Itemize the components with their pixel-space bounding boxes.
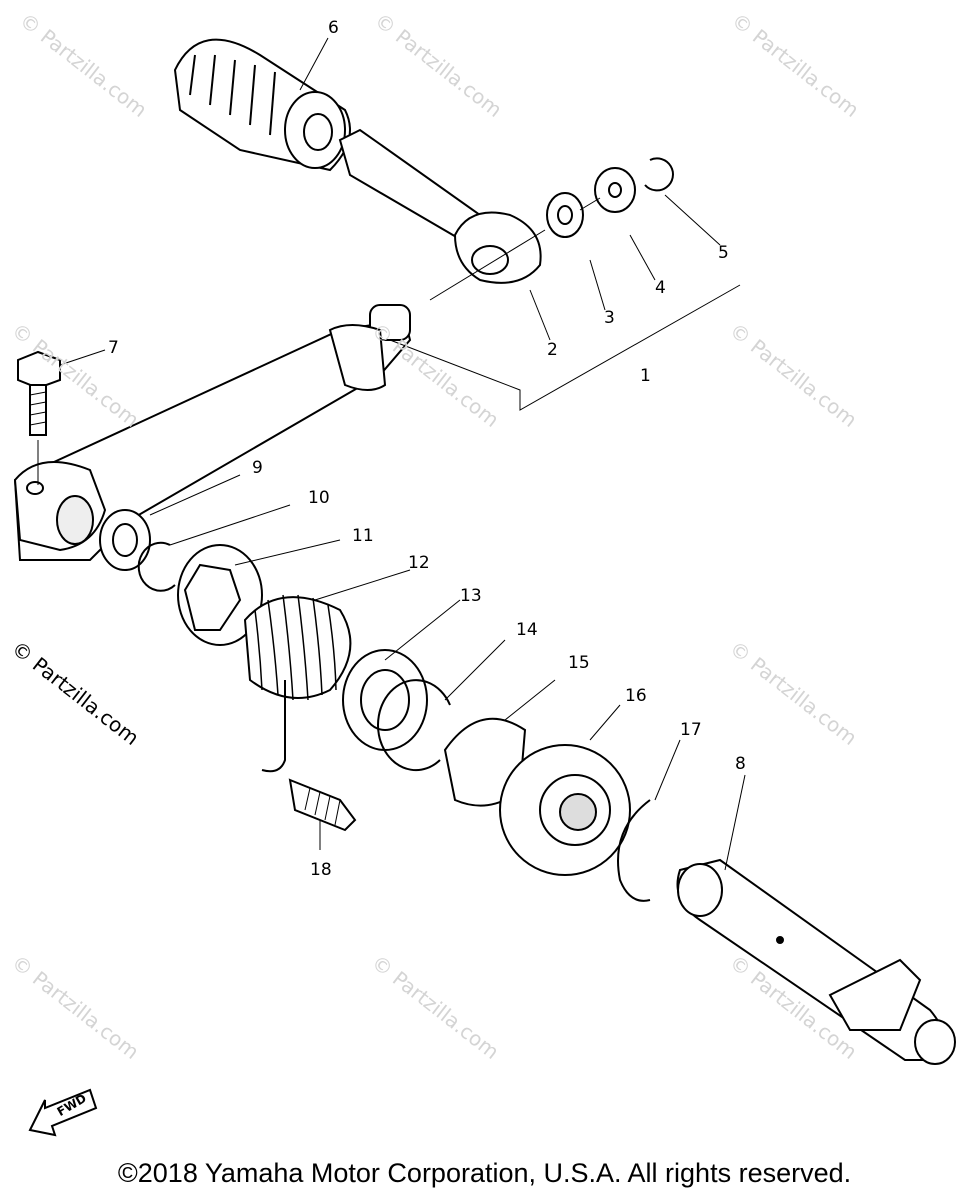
callout-15: 15 — [568, 653, 590, 673]
kick-gear — [499, 744, 631, 876]
callout-16: 16 — [625, 686, 647, 706]
circlip-17 — [617, 799, 651, 902]
leader-lines — [59, 37, 746, 871]
bolt — [17, 350, 61, 485]
circlip — [377, 679, 451, 772]
spring-guide — [177, 544, 263, 646]
callout-18: 18 — [310, 860, 332, 880]
callout-8: 8 — [735, 754, 746, 774]
oil-seal — [99, 509, 176, 592]
callout-5: 5 — [718, 243, 729, 263]
callout-11: 11 — [352, 526, 374, 546]
kick-grip — [173, 38, 351, 172]
callout-10: 10 — [308, 488, 330, 508]
callout-7: 7 — [108, 338, 119, 358]
callout-1: 1 — [640, 366, 651, 386]
callout-3: 3 — [604, 308, 615, 328]
callout-12: 12 — [408, 553, 430, 573]
callout-4: 4 — [655, 278, 666, 298]
callout-14: 14 — [516, 620, 538, 640]
fwd-arrow-icon — [28, 1088, 98, 1137]
copyright-notice: ©2018 Yamaha Motor Corporation, U.S.A. A… — [117, 1158, 852, 1188]
callout-13: 13 — [460, 586, 482, 606]
callout-17: 17 — [680, 720, 702, 740]
callout-2: 2 — [547, 340, 558, 360]
callout-9: 9 — [252, 458, 263, 478]
torsion-spring — [243, 594, 352, 773]
pin — [288, 778, 357, 832]
kick-crank-arm — [338, 128, 542, 284]
kick-lever — [13, 304, 412, 561]
callout-6: 6 — [328, 18, 339, 38]
kick-axle — [676, 858, 956, 1065]
washers — [429, 157, 674, 301]
